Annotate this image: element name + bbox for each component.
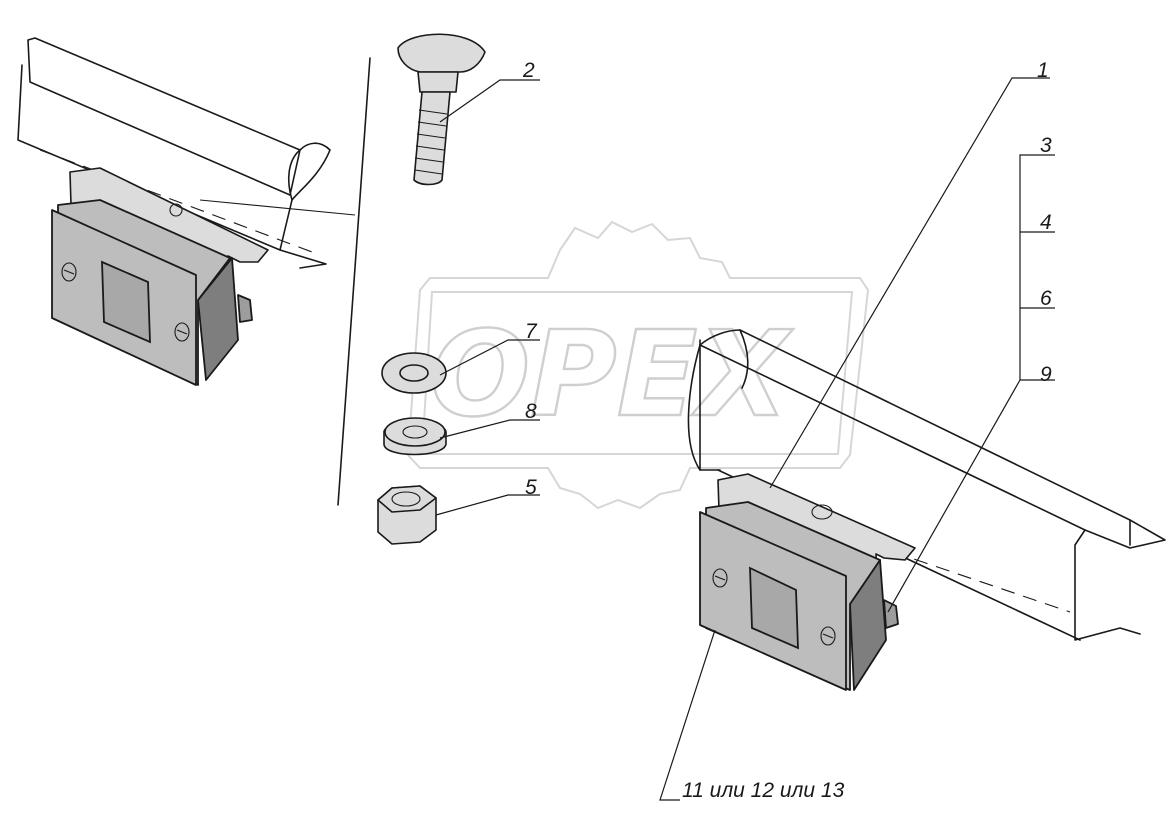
callout-5: 5 (525, 476, 537, 499)
left-lamp (51, 167, 269, 386)
part-7-washer (381, 352, 447, 394)
callout-8: 8 (525, 400, 537, 423)
watermark-logo: OPEX (406, 220, 870, 510)
callout-3: 3 (1040, 134, 1052, 157)
callout-6: 6 (1040, 287, 1052, 310)
callout-1: 1 (1037, 59, 1049, 82)
callout-9: 9 (1040, 363, 1052, 386)
part-2-bolt (397, 33, 486, 186)
part-8-spring-washer (383, 417, 447, 456)
callout-2: 2 (522, 59, 535, 82)
callout-11-12-13: 11 или 12 или 13 (682, 779, 845, 802)
right-lamp (699, 473, 916, 691)
callout-4: 4 (1040, 211, 1052, 234)
watermark-text: OPEX (430, 305, 793, 443)
left-frame-beam (17, 37, 356, 269)
leader-lines (435, 77, 1055, 801)
part-5-nut (377, 485, 437, 545)
divider-line (337, 57, 371, 506)
callout-7: 7 (525, 320, 538, 343)
